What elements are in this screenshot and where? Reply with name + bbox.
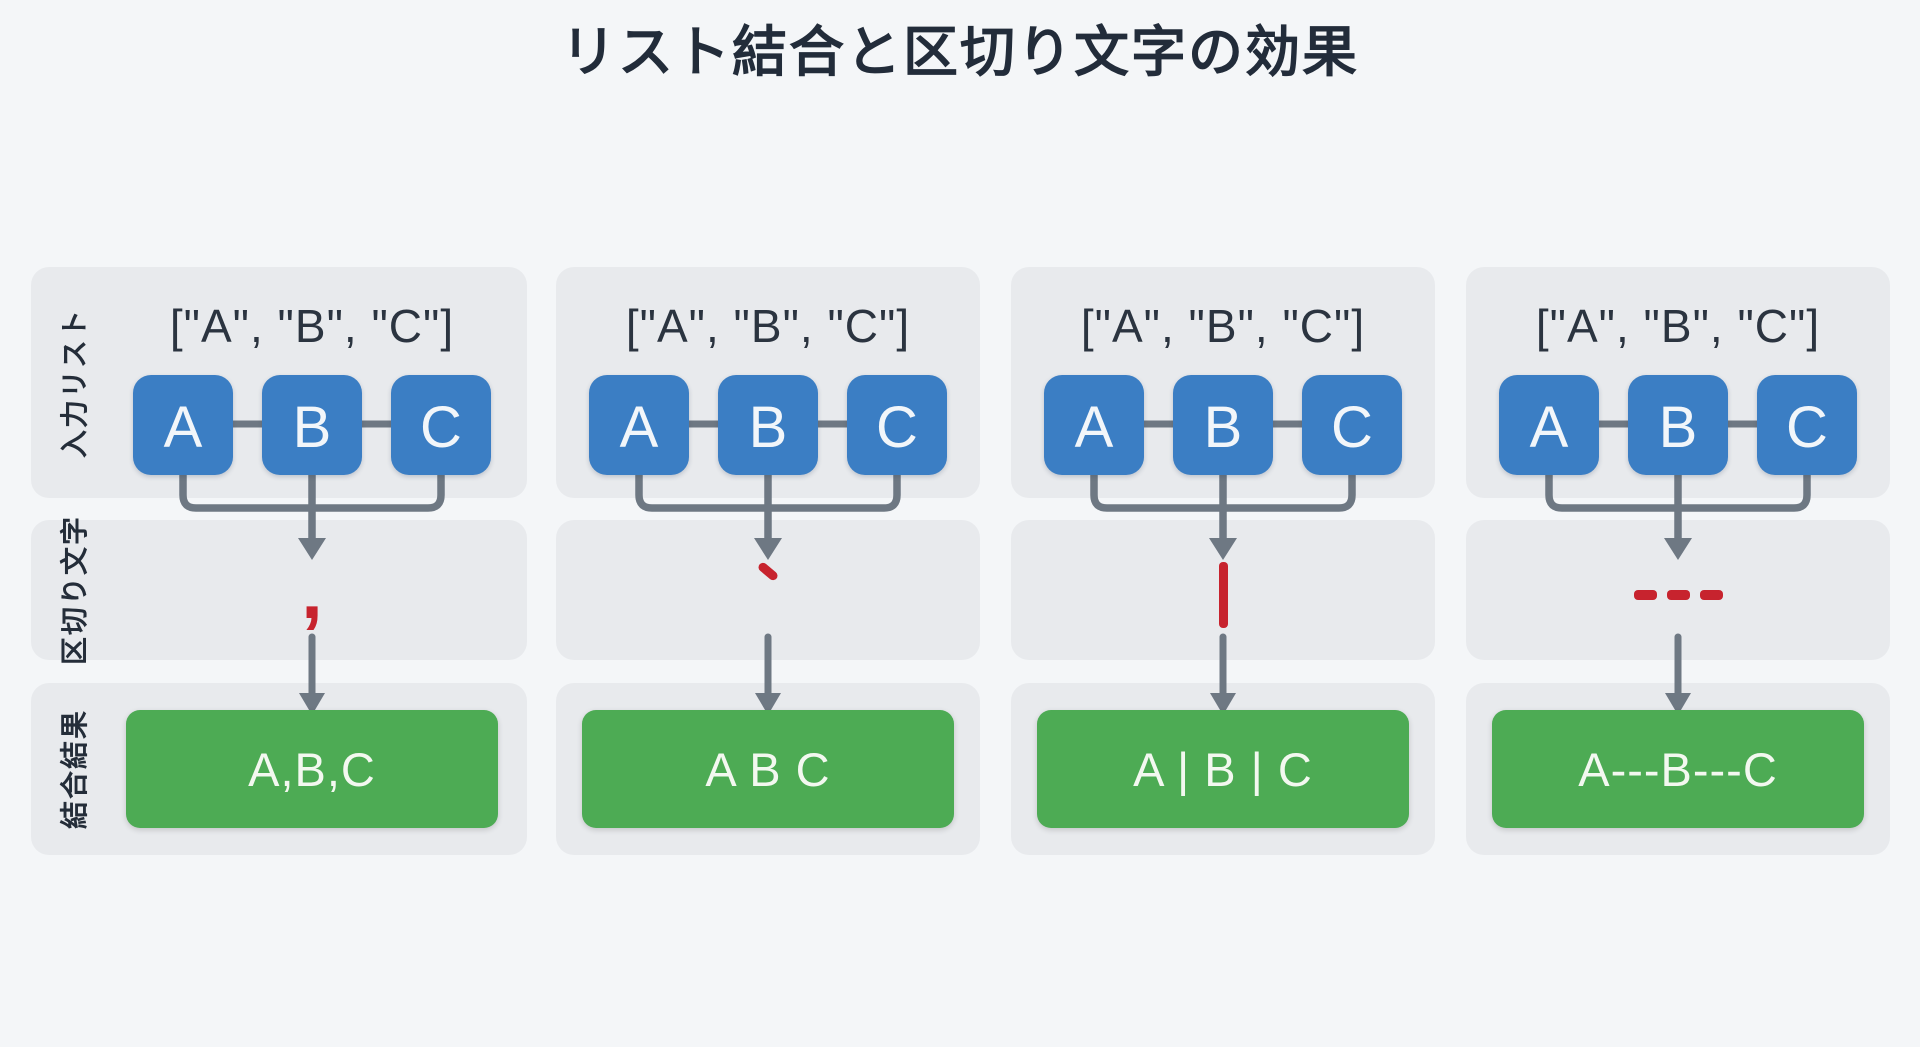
input-list-text: ["A", "B", "C"]	[169, 300, 455, 352]
dash-segment	[1667, 590, 1690, 600]
item-box-a: A	[1499, 375, 1599, 475]
item-box-b: B	[1173, 375, 1273, 475]
item-box-b: B	[718, 375, 818, 475]
column-comma: ["A", "B", "C"] A B C , A,B,C	[100, 0, 524, 1047]
column-pipe: ["A", "B", "C"] A B C A | B | C	[1011, 0, 1435, 1047]
item-box-c: C	[391, 375, 491, 475]
separator-triple-dash	[1634, 590, 1723, 600]
input-list-text: ["A", "B", "C"]	[1535, 300, 1821, 352]
input-list-text: ["A", "B", "C"]	[1080, 300, 1366, 352]
dash-segment	[1634, 590, 1657, 600]
item-box-c: C	[1757, 375, 1857, 475]
band-separator-col1	[31, 520, 527, 660]
result-box: A---B---C	[1492, 710, 1864, 828]
row-label-input: 入力リスト	[59, 307, 91, 458]
item-box-c: C	[1302, 375, 1402, 475]
column-ideographic-comma: ["A", "B", "C"] A B C A B C	[556, 0, 980, 1047]
item-box-b: B	[1628, 375, 1728, 475]
result-box: A | B | C	[1037, 710, 1409, 828]
result-box: A B C	[582, 710, 954, 828]
row-label-separator: 区切り文字	[59, 514, 91, 666]
separator-pipe	[1219, 562, 1228, 628]
row-label-result: 結合結果	[59, 708, 91, 830]
page-title: リスト結合と区切り文字の効果	[560, 21, 1359, 83]
dash-segment	[1700, 590, 1723, 600]
item-box-a: A	[1044, 375, 1144, 475]
item-box-a: A	[589, 375, 689, 475]
separator-comma: ,	[301, 547, 323, 635]
item-box-a: A	[133, 375, 233, 475]
column-triple-dash: ["A", "B", "C"] A B C A---B---C	[1466, 0, 1890, 1047]
item-box-c: C	[847, 375, 947, 475]
input-list-text: ["A", "B", "C"]	[625, 300, 911, 352]
item-box-b: B	[262, 375, 362, 475]
result-box: A,B,C	[126, 710, 498, 828]
